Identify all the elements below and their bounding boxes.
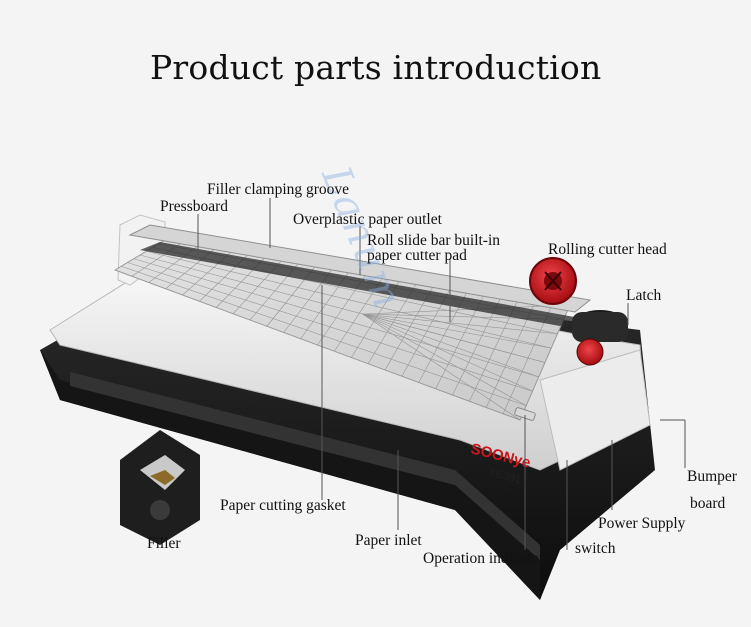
page-title: Product parts introduction xyxy=(150,48,602,87)
label-filler-clamping-groove: Filler clamping groove xyxy=(207,181,350,198)
label-paper-cutting-gasket: Paper cutting gasket xyxy=(220,497,346,514)
label-latch: Latch xyxy=(626,287,662,304)
leader-lines xyxy=(197,198,686,550)
label-power-supply: Power Supply xyxy=(598,515,686,532)
label-pressboard: Pressboard xyxy=(160,198,229,215)
label-switch: switch xyxy=(575,540,616,557)
right-end-cap xyxy=(539,349,651,471)
cutter-on-rail xyxy=(572,310,628,366)
paper-inlet-slot xyxy=(70,372,540,560)
filler-illustration xyxy=(120,430,200,545)
label-paper-cutter-pad: paper cutter pad xyxy=(367,247,467,264)
overplastic-slot xyxy=(140,242,580,326)
operation-indicator-leds xyxy=(514,407,536,421)
label-paper-inlet: Paper inlet xyxy=(355,532,422,549)
label-board: board xyxy=(690,495,726,512)
label-roll-slide-bar: Roll slide bar built-in xyxy=(367,232,501,249)
label-filler: Filler xyxy=(147,535,181,552)
label-overplastic-paper-outlet: Overplastic paper outlet xyxy=(293,211,442,228)
label-bumper: Bumper xyxy=(687,468,737,485)
rolling-cutter-head-illustration xyxy=(529,257,577,305)
label-rolling-cutter-head: Rolling cutter head xyxy=(548,241,667,258)
label-operation-indicator: Operation indicator xyxy=(423,550,544,567)
